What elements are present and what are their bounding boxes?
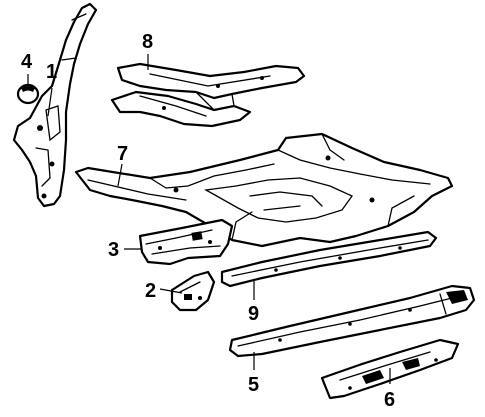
part-3-seat-bracket [138,218,234,266]
leader-lines [27,54,391,384]
leader-1 [47,87,53,117]
callout-7: 7 [117,143,128,165]
callout-8: 8 [142,31,153,53]
part-9-rocker-reinforcement [220,230,438,288]
callout-4: 4 [21,51,33,73]
leader-7 [117,163,123,187]
callout-5: 5 [248,374,259,396]
part-5-rocker-panel [228,284,476,358]
callout-6: 6 [384,389,395,411]
leader-2 [159,288,183,294]
callout-2: 2 [145,280,156,302]
callouts: 1 4 8 7 3 2 9 5 6 [21,31,395,411]
part-7-floor-pan [74,132,454,248]
part-1-hinge-pillar [12,2,98,208]
part-8-crossmember [110,62,306,128]
part-2-bracket [170,270,216,312]
callout-3: 3 [108,239,119,261]
callout-1: 1 [46,61,57,83]
part-4-plug [16,83,40,105]
callout-9: 9 [248,303,259,325]
